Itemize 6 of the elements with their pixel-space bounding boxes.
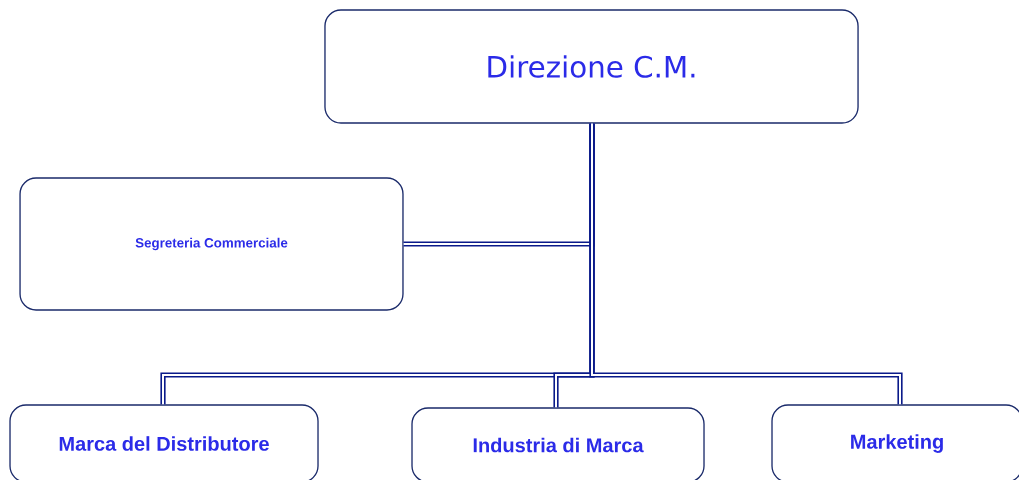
connector [589,122,903,406]
org-box: Marketing [771,404,1019,480]
org-box: Direzione C.M. [324,9,859,124]
org-box: Industria di Marca [411,407,705,480]
org-box: Marca del Distributore [9,404,319,480]
org-box: Segreteria Commerciale [19,177,404,311]
